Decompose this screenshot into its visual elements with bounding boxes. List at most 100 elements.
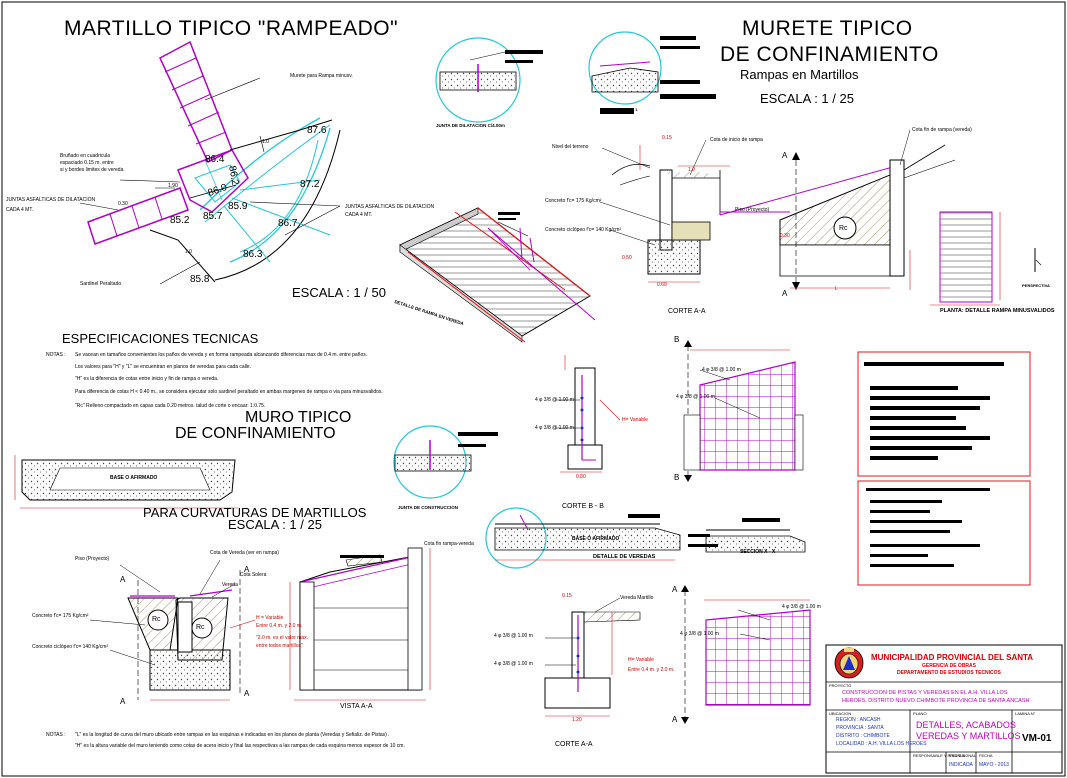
marker-a-5: A [244, 565, 250, 574]
detalle-veredas [485, 507, 718, 569]
vereda-label: Vereda [222, 582, 238, 588]
summary-panel [857, 351, 1031, 586]
seccion-xx-label: SECCION X - X [740, 549, 776, 555]
h-var-note-1: H = Variable [256, 615, 284, 621]
brunado-label-3: si y bordes limites de vereda. [60, 167, 125, 173]
piso-proyecto-bottom: Piso (Proyecto) [75, 556, 110, 562]
tb-ubic-4: LOCALIDAD : A.H. VILLA LOS HEROES [836, 741, 927, 747]
cota-85-8: 85.8 [190, 274, 210, 285]
martillo-title: MARTILLO TIPICO "RAMPEADO" [64, 17, 399, 40]
cota-87-2: 87.2 [300, 179, 320, 190]
planta-rampa-label: PLANTA: DETALLE RAMPA MINUSVALIDOS [940, 308, 1055, 314]
cota-fin-rampa-vereda: Cota fin rampa-vereda [424, 541, 474, 547]
cota-solera-label: Cota Solera [240, 572, 267, 578]
tb-lamina: VM-01 [1022, 733, 1052, 744]
dim-0-60: 0.60 [657, 282, 667, 288]
acero-label-5: 4 φ 3/8 @ 1.00 m [494, 633, 533, 639]
corte-aa-bottom-label: CORTE A-A [555, 741, 593, 748]
tb-gerencia: GERENCIA DE OBRAS [922, 663, 976, 669]
detalle-1 [588, 31, 716, 114]
concreto-175-bottom: Concreto f'c= 175 Kg/cm² [32, 613, 89, 619]
concreto-175-top: Concreto f'c= 175 Kg/cm² [545, 198, 602, 204]
note-bottom-2: "H" es la altura variable del muro tenie… [75, 743, 405, 749]
cota-fin-label: Cota fin de rampa (vereda) [912, 127, 972, 133]
base-afirmado-muro: BASE O AFIRMADO [110, 475, 158, 481]
acero-label-6: 4 φ 3/8 @ 1.00 m [494, 661, 533, 667]
muro-title-line1: MURO TIPICO [245, 409, 352, 426]
juntas-right-1: JUNTAS ASFALTICAS DE DILATACION [345, 204, 435, 210]
marker-a-6: A [244, 689, 250, 698]
note-3: "H" es la diferencia de cotas entre inic… [75, 376, 219, 382]
corte-aa-top-label: CORTE A-A [668, 308, 706, 315]
brunado-label-2: espaciado 0.15 m. entre [60, 160, 114, 166]
ramp-perspective [399, 207, 596, 343]
h-var-note-3: "2.0 m. es el valor max. [256, 635, 309, 641]
piso-proyecto-top: Piso (Proyecto) [735, 207, 770, 213]
tb-org: MUNICIPALIDAD PROVINCIAL DEL SANTA [871, 653, 1034, 662]
note-bottom-1: "L" es la longitud de curva del muro ubi… [75, 732, 390, 738]
juntas-left-1: JUNTAS ASFALTICAS DE DILATACION [6, 197, 96, 203]
dim-0-30: 0.30 [118, 201, 128, 207]
murete-subtitle: Rampas en Martillos [740, 67, 859, 82]
marker-b-1: B [674, 335, 680, 344]
h-variable-mid: H= Variable [622, 417, 648, 423]
note-4: Para diferencia de cotas H < 0.40 m., se… [75, 389, 383, 395]
marker-a-2: A [782, 289, 788, 298]
vista-aa-label: VISTA A-A [340, 703, 373, 710]
notes-label: NOTAS : [46, 352, 66, 358]
dim-1-90: 1.90 [168, 183, 178, 189]
acero-label-8: 4 φ 3/8 @ 1.00 m [680, 631, 719, 637]
tb-dibujo-label: RESPONSABLE Y PROFESIONAL [913, 753, 976, 758]
tb-fecha: MAYO - 2013 [979, 762, 1009, 768]
dim-0-50: 0.50 [622, 255, 632, 261]
cota-86-2: 86.2 [226, 164, 241, 186]
tb-ubic-3: DISTRITO : CHIMBOTE [836, 733, 890, 739]
marker-a-3: A [120, 575, 126, 584]
tb-dept: DEPARTAMENTO DE ESTUDIOS TECNICOS [897, 670, 1001, 676]
concreto-140-bottom: Concreto ciclópeo f'c= 140 Kg/cm² [32, 644, 109, 650]
juntas-right-2: CADA 4 MT. [345, 212, 373, 218]
marker-a-8: A [672, 715, 678, 724]
rc-bottom-2: Rc [196, 624, 205, 631]
tb-plano-label: PLANO [913, 711, 927, 716]
junta-construccion-label: JUNTA DE CONSTRUCCION [398, 505, 459, 510]
muro-elevation [555, 355, 621, 473]
cota-85-7: 85.7 [203, 211, 223, 222]
dim-0-30-b: 0.30 [780, 233, 790, 239]
tb-fecha-label: FECHA [979, 753, 993, 758]
tb-ubic-2: PROVINCIA : SANTA [836, 725, 884, 731]
cota-85-2: 85.2 [170, 215, 190, 226]
escala-1-25-top: ESCALA : 1 / 25 [760, 91, 854, 106]
tb-proyecto-1: CONSTRUCCION DE PISTAS Y VEREDAS EN EL A… [842, 690, 1008, 696]
dim-0-80: 0.80 [576, 474, 586, 480]
dim-1-0-a: 1.0 [262, 139, 269, 145]
muro-typical-section [14, 455, 238, 509]
dim-l: L [835, 286, 838, 292]
junta-construccion [393, 425, 498, 499]
perspectiva-label: PERSPECTIVA [1022, 283, 1050, 288]
dim-0-15: 0.15 [662, 135, 672, 141]
acero-label-2: 4 φ 3/8 @ 1.00 m [676, 394, 715, 400]
junta-dilatacion-detail [435, 37, 543, 123]
h-var-note-2: Entre 0.4 m. y 2.0 m. [256, 623, 303, 629]
murete-title-line1: MURETE TIPICO [742, 17, 913, 40]
tb-escala: INDICADA [949, 762, 973, 768]
acero-label-3: 4 φ 3/8 @ 1.00 m [535, 397, 574, 403]
municipal-logo [834, 647, 864, 679]
cota-85-9: 85.9 [228, 201, 248, 212]
entre-bottom: Entre 0.4 m. y 2.0 m. [628, 667, 675, 673]
concreto-140-top: Concreto ciclópeo f'c= 140 Kg/cm² [545, 227, 622, 233]
grid-elevation-bottom [681, 585, 811, 724]
martillo-plan [79, 40, 341, 285]
tb-proyecto-label: PROYECTO [829, 683, 852, 688]
escala-1-50: ESCALA : 1 / 50 [292, 285, 386, 300]
acero-label-7: 4 φ 3/8 @ 1.00 m [782, 604, 821, 610]
h-variable-bottom: H= Variable [628, 657, 654, 663]
tb-plano-2: VEREDAS Y MARTILLOS [916, 731, 1021, 741]
dim-0-15-b: 0.15 [562, 593, 572, 599]
title-block [825, 644, 1063, 774]
cota-86-3: 86.3 [243, 249, 263, 260]
tb-lamina-label: LAMINA N° [1015, 711, 1036, 716]
curvaturas-title: PARA CURVATURAS DE MARTILLOS [143, 505, 367, 520]
